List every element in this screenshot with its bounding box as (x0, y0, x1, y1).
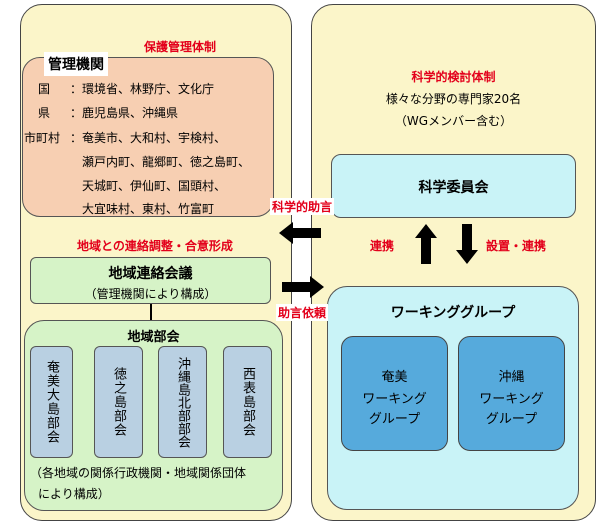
scientific-subtitle-line2: （WGメンバー含む） (394, 114, 513, 128)
subcommittee-okinawa-north-label: 沖縄島北部部会 (175, 356, 190, 448)
subcommittee-iriomote-label: 西表島部会 (240, 367, 255, 437)
working-group-amami-line1: 奄美 (381, 370, 408, 385)
agency-label-prefecture: 県 (38, 106, 51, 120)
establish-cooperation-label: 設置・連携 (486, 239, 547, 253)
agency-value-municipality: 奄美市、大和村、宇検村、 (82, 131, 227, 145)
subcommittee-amami-label: 奄美大島部会 (44, 360, 59, 444)
management-agencies-heading: 管理機関 (44, 52, 108, 76)
cooperation-label: 連携 (370, 239, 395, 253)
advice-request-label: 助言依頼 (276, 304, 329, 321)
working-group-amami-line3: グループ (368, 412, 421, 427)
working-group-amami[interactable] (341, 336, 448, 451)
management-system-title: 保護管理体制 (143, 40, 216, 54)
agency-row-national: 国 ：環境省、林野庁、文化庁 (28, 80, 214, 97)
working-group-okinawa-line2: ワーキング (479, 392, 544, 407)
subcommittee-tokunoshima[interactable]: 徳之島部会 (94, 346, 143, 458)
subcommittee-okinawa-north[interactable]: 沖縄島北部部会 (158, 346, 207, 458)
municipality-line-4: 大宜味村、東村、竹富町 (82, 202, 215, 216)
agency-sep: ： (70, 106, 83, 120)
coordination-label: 地域との連絡調整・合意形成 (77, 239, 233, 253)
municipality-line-2: 瀬戸内町、龍郷町、徳之島町、 (82, 155, 251, 169)
regional-council-box (30, 257, 271, 304)
arrow-up-icon (415, 224, 437, 264)
subcommittees-note-line2: により構成） (38, 487, 110, 501)
subcommittee-amami[interactable]: 奄美大島部会 (30, 346, 73, 458)
working-group-okinawa[interactable] (458, 336, 565, 451)
working-group-title: ワーキンググループ (390, 305, 516, 321)
agency-row-municipality: 市町村 ：奄美市、大和村、宇検村、 (24, 129, 226, 146)
agency-row-prefecture: 県 ：鹿児島県、沖縄県 (28, 104, 178, 121)
working-group-okinawa-line1: 沖縄 (498, 370, 525, 385)
scientific-system-title: 科学的検討体制 (411, 70, 496, 84)
arrow-right-icon (282, 276, 324, 298)
subcommittees-note-line1: （各地域の関係行政機関・地域関係団体 (30, 466, 247, 480)
agency-sep: ： (70, 131, 83, 145)
agency-sep: ： (70, 82, 83, 96)
agency-label-municipality: 市町村 (24, 131, 61, 145)
subcommittee-tokunoshima-label: 徳之島部会 (111, 367, 126, 437)
scientific-committee-title: 科学委員会 (418, 180, 489, 196)
subcommittee-iriomote[interactable]: 西表島部会 (223, 346, 272, 458)
agency-value-prefecture: 鹿児島県、沖縄県 (82, 106, 179, 120)
management-agencies-box (22, 57, 274, 217)
agency-value-national: 環境省、林野庁、文化庁 (82, 82, 215, 96)
regional-council-subtitle: （管理機関により構成） (84, 287, 217, 301)
municipality-line-3: 天城町、伊仙町、国頭村、 (82, 179, 227, 193)
arrow-down-icon (456, 224, 478, 264)
working-group-amami-line2: ワーキング (362, 392, 427, 407)
council-connector-line (150, 304, 152, 322)
scientific-subtitle-line1: 様々な分野の専門家20名 (385, 92, 522, 106)
arrow-left-icon (279, 222, 321, 244)
regional-council-title: 地域連絡会議 (108, 266, 193, 282)
agency-label-national: 国 (38, 82, 51, 96)
scientific-committee-box[interactable] (331, 154, 576, 218)
scientific-advice-label: 科学的助言 (270, 198, 335, 215)
regional-subcommittees-title: 地域部会 (127, 330, 180, 345)
working-group-okinawa-line3: グループ (485, 412, 538, 427)
